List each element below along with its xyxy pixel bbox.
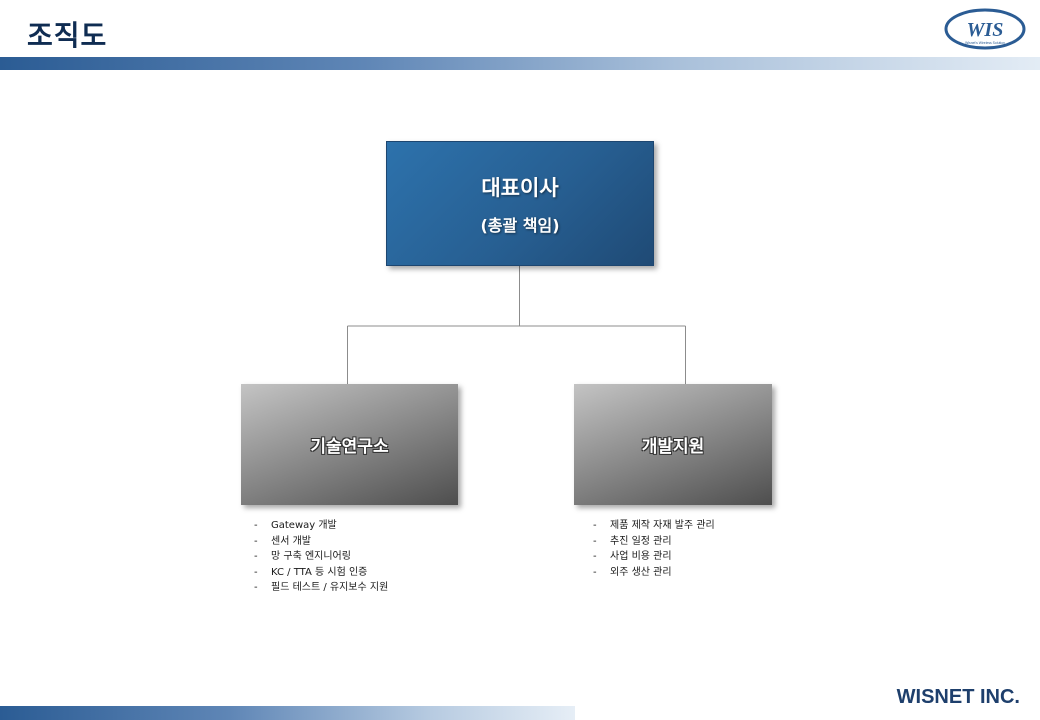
dept-box-dev-support: 개발지원 — [574, 384, 772, 505]
duty-text: 제품 제작 자재 발주 관리 — [610, 520, 715, 531]
wis-logo: WIS Wisnet's Wireless Solution — [944, 8, 1026, 50]
ceo-subtitle: (총괄 책임) — [480, 215, 560, 235]
list-item: -외주 생산 관리 — [593, 565, 715, 581]
header-band — [0, 57, 1040, 70]
list-item: -센서 개발 — [254, 534, 388, 550]
duty-text: 망 구축 엔지니어링 — [271, 551, 351, 562]
duty-text: 센서 개발 — [271, 535, 311, 547]
list-item: -필드 테스트 / 유지보수 지원 — [254, 580, 388, 596]
logo-text: WIS — [967, 19, 1004, 41]
duty-text: 필드 테스트 / 유지보수 지원 — [271, 582, 389, 593]
footer-company-name: WISNET INC. — [896, 686, 1020, 708]
duty-text: KC / TTA 등 시험 인증 — [271, 566, 368, 578]
list-item: -Gateway 개발 — [254, 518, 388, 534]
list-item: -제품 제작 자재 발주 관리 — [593, 518, 715, 534]
logo-tagline: Wisnet's Wireless Solution — [965, 41, 1005, 45]
duty-text: Gateway 개발 — [271, 520, 337, 531]
duty-text: 외주 생산 관리 — [610, 566, 672, 578]
research-lab-duties: -Gateway 개발 -센서 개발 -망 구축 엔지니어링 -KC / TTA… — [254, 518, 388, 596]
page-title: 조직도 — [27, 19, 108, 52]
duty-text: 추진 일정 관리 — [610, 535, 672, 547]
list-item: -추진 일정 관리 — [593, 534, 715, 550]
ceo-box: 대표이사 (총괄 책임) — [386, 141, 654, 266]
dev-support-duties: -제품 제작 자재 발주 관리 -추진 일정 관리 -사업 비용 관리 -외주 … — [593, 518, 715, 580]
list-item: -KC / TTA 등 시험 인증 — [254, 565, 388, 581]
footer-band — [0, 706, 575, 720]
dept-box-research-lab: 기술연구소 — [241, 384, 458, 505]
dept-name: 기술연구소 — [310, 437, 389, 457]
ceo-title: 대표이사 — [481, 175, 559, 200]
list-item: -사업 비용 관리 — [593, 549, 715, 565]
list-item: -망 구축 엔지니어링 — [254, 549, 388, 565]
duty-text: 사업 비용 관리 — [610, 551, 672, 562]
dept-name: 개발지원 — [641, 437, 705, 457]
